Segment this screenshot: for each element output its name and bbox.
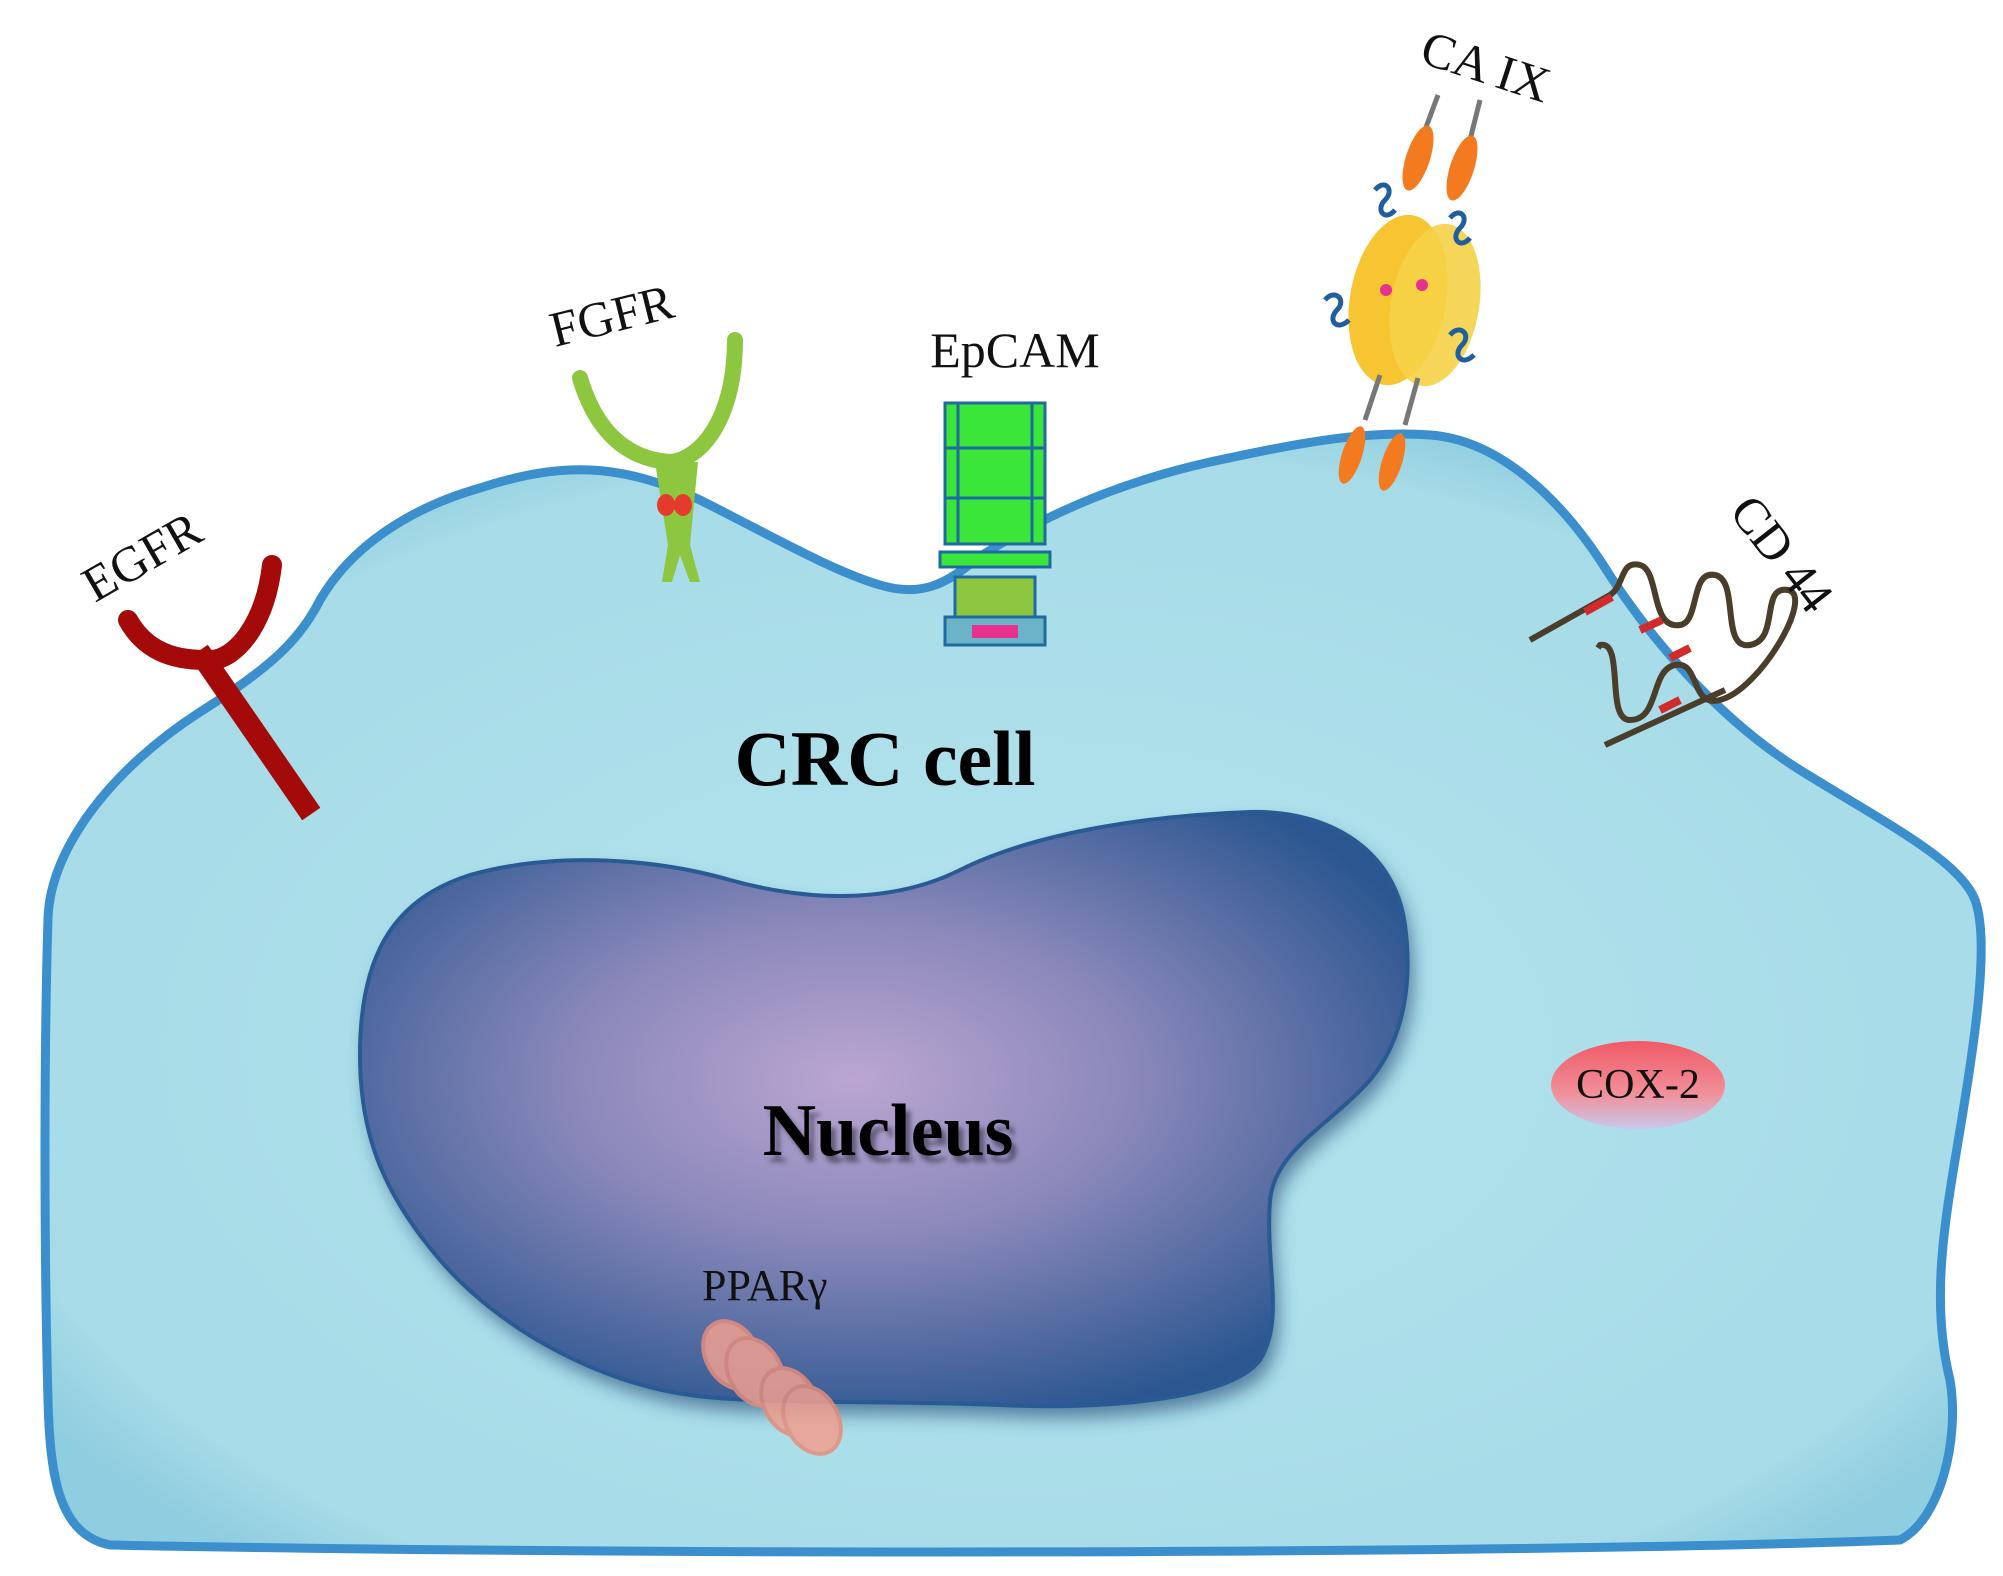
fgfr-receptor: [572, 332, 743, 582]
ppar-receptor: [701, 1319, 843, 1456]
cox2-enzyme: [1551, 1041, 1725, 1129]
nucleus-label-shadow: Nucleus: [768, 1097, 1019, 1179]
cd44-receptor: [1528, 561, 1799, 748]
nucleus: [357, 809, 1414, 1419]
epcam-label: EpCAM: [930, 322, 1099, 378]
cell-label: CRC cell: [734, 715, 1035, 802]
ca9-dot-left: [1380, 284, 1392, 296]
ca9-enzyme: [1323, 94, 1483, 491]
fgfr-label: FGFR: [544, 273, 680, 358]
ca9-dot-right: [1416, 279, 1428, 291]
fgfr-dot-right: [674, 494, 692, 516]
egfr-label: EGFR: [73, 500, 212, 613]
epcam-molecule: [938, 401, 1052, 647]
cd44-label: CD 44: [1719, 484, 1844, 622]
fgfr-dot-left: [657, 494, 675, 516]
egfr-receptor: [118, 555, 321, 821]
cox2-label: COX-2: [1576, 1062, 1700, 1108]
nucleus-label: Nucleus: [763, 1090, 1014, 1172]
ppar-label: PPARγ: [702, 1261, 827, 1310]
